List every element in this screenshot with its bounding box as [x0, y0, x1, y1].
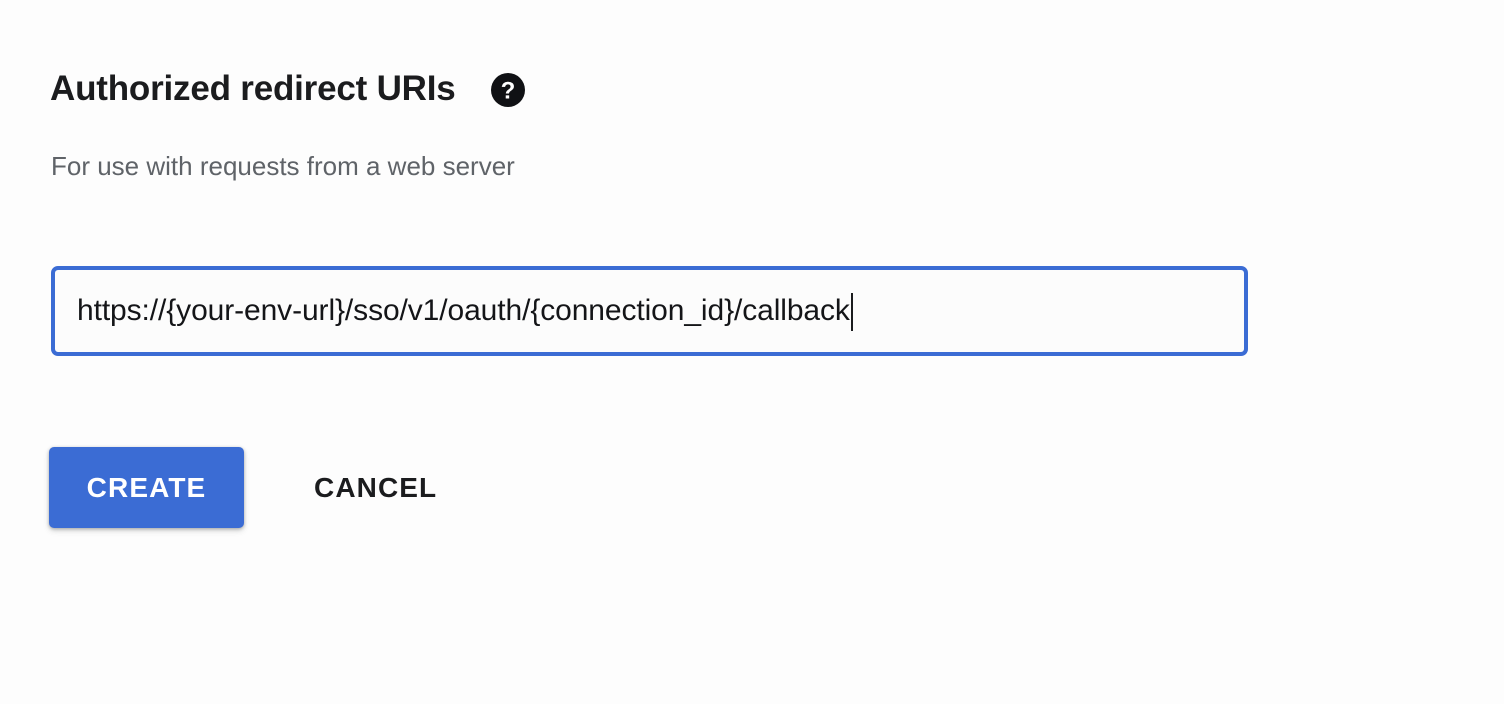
form-actions: CREATE CANCEL	[49, 447, 441, 528]
redirect-uri-value: https://{your-env-url}/sso/v1/oauth/{con…	[77, 294, 850, 327]
create-button[interactable]: CREATE	[49, 447, 244, 528]
section-subtitle: For use with requests from a web server	[51, 151, 515, 181]
section-heading-row: Authorized redirect URIs ?	[50, 64, 528, 112]
cancel-button[interactable]: CANCEL	[310, 447, 441, 528]
help-circle-icon[interactable]: ?	[488, 70, 528, 110]
page-title: Authorized redirect URIs	[50, 68, 456, 108]
text-cursor	[850, 293, 853, 331]
redirect-uri-input[interactable]: https://{your-env-url}/sso/v1/oauth/{con…	[51, 266, 1248, 356]
svg-text:?: ?	[500, 78, 515, 105]
